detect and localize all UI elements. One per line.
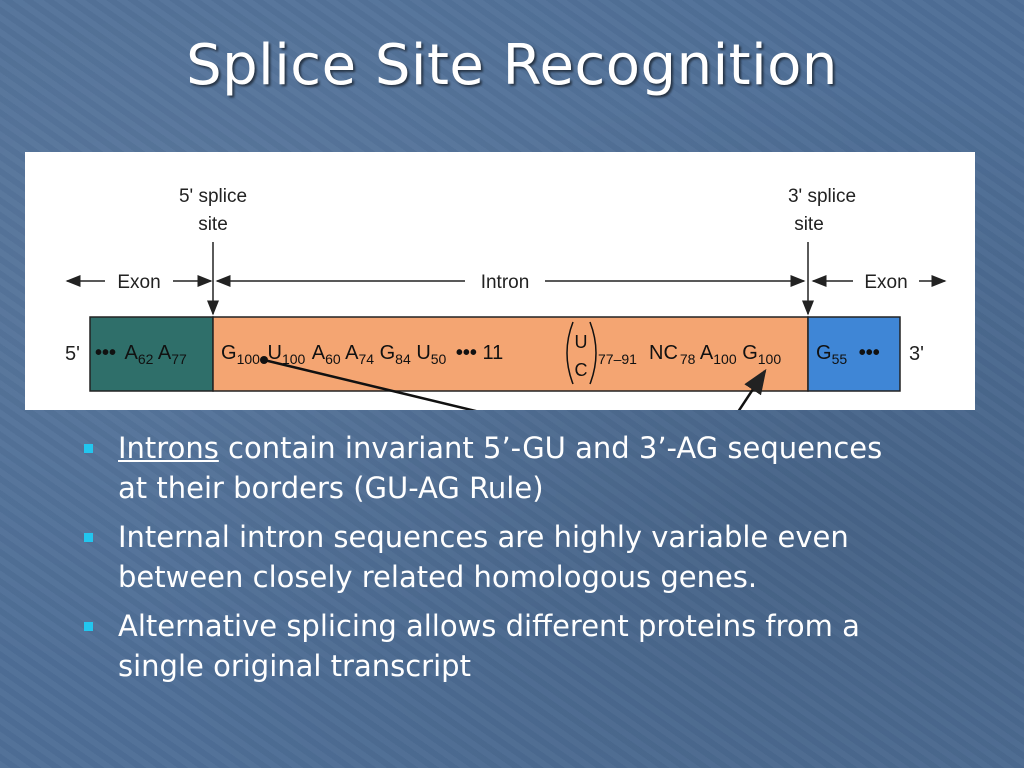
bullet-text-1: contain invariant 5’-GU and 3’-AG sequen… bbox=[118, 431, 883, 505]
base-a62: A bbox=[124, 342, 138, 364]
splice-site-diagram: 5' splice site 3' splice site Exon Intro… bbox=[25, 152, 975, 410]
five-prime-site-label-line2: site bbox=[198, 214, 228, 235]
base-u50: U bbox=[416, 342, 430, 364]
gu-pointer-line bbox=[263, 358, 477, 410]
base-11: 11 bbox=[482, 342, 503, 364]
sub-a100: 100 bbox=[713, 351, 737, 367]
slide-title: Splice Site Recognition bbox=[186, 33, 838, 98]
sub-62: 62 bbox=[138, 351, 154, 367]
base-g55: G bbox=[816, 342, 832, 364]
five-prime-end-label: 5' bbox=[65, 343, 80, 365]
sub-g84: 84 bbox=[395, 351, 411, 367]
base-a74: A bbox=[345, 342, 359, 364]
sub-g100: 100 bbox=[237, 351, 261, 367]
bullet-list: Introns contain invariant 5’-GU and 3’-A… bbox=[84, 428, 884, 695]
intron-block bbox=[212, 316, 809, 392]
ellipsis-right: ••• bbox=[859, 342, 880, 364]
sequence-exon-right: G55 ••• bbox=[816, 342, 880, 369]
base-nc: NC bbox=[649, 342, 678, 364]
exon-right-block bbox=[807, 316, 901, 392]
bullet-item-alternative: Alternative splicing allows different pr… bbox=[84, 606, 884, 686]
base-u100: U bbox=[267, 342, 281, 364]
bullet-text-3: Alternative splicing allows different pr… bbox=[118, 609, 860, 683]
base-a100: A bbox=[700, 342, 714, 364]
splice-diagram-svg: 5' splice site 3' splice site Exon Intro… bbox=[65, 186, 947, 410]
sequence-intron: G100 U100 A60 A74 G84 U50 ••• 11 bbox=[221, 342, 503, 369]
sequence-exon-left: ••• A62 A77 bbox=[95, 342, 187, 369]
exon-right-label: Exon bbox=[864, 272, 907, 293]
base-g100: G bbox=[221, 342, 237, 364]
sub-55: 55 bbox=[832, 351, 848, 367]
paren-right bbox=[589, 321, 597, 385]
bullet-lead-introns: Introns bbox=[118, 431, 219, 465]
three-prime-site-label-line1: 3' splice bbox=[788, 186, 856, 207]
sub-a74: 74 bbox=[358, 351, 374, 367]
sub-78: 78 bbox=[680, 351, 696, 367]
ellipsis-left: ••• bbox=[95, 342, 116, 364]
bullet-square-icon bbox=[84, 533, 93, 542]
ag-pointer-arrow bbox=[737, 368, 767, 410]
sub-u100: 100 bbox=[282, 351, 306, 367]
five-prime-site-label-line1: 5' splice bbox=[179, 186, 247, 207]
three-prime-end-label: 3' bbox=[909, 343, 924, 365]
bullet-text-2: Internal intron sequences are highly var… bbox=[118, 520, 849, 594]
bullet-item-internal: Internal intron sequences are highly var… bbox=[84, 517, 884, 597]
base-g84: G bbox=[380, 342, 396, 364]
sub-u50: 50 bbox=[431, 351, 447, 367]
exon-left-block bbox=[89, 316, 214, 392]
exon-left-label: Exon bbox=[117, 272, 160, 293]
base-c-option: C bbox=[575, 360, 588, 380]
bullet-square-icon bbox=[84, 444, 93, 453]
base-a60: A bbox=[312, 342, 326, 364]
three-prime-site-label-line2: site bbox=[794, 214, 824, 235]
ellipsis-intron: ••• bbox=[456, 342, 477, 364]
base-a77: A bbox=[158, 342, 172, 364]
sub-77: 77 bbox=[171, 351, 187, 367]
paren-left bbox=[566, 321, 574, 385]
sub-a60: 60 bbox=[325, 351, 341, 367]
intron-label: Intron bbox=[481, 272, 530, 293]
base-u-option: U bbox=[575, 332, 588, 352]
base-g100-end: G bbox=[742, 342, 758, 364]
bullet-square-icon bbox=[84, 622, 93, 631]
bullet-item-introns: Introns contain invariant 5’-GU and 3’-A… bbox=[84, 428, 884, 508]
sub-g100-end: 100 bbox=[758, 351, 782, 367]
range-77-91: 77–91 bbox=[598, 351, 637, 367]
